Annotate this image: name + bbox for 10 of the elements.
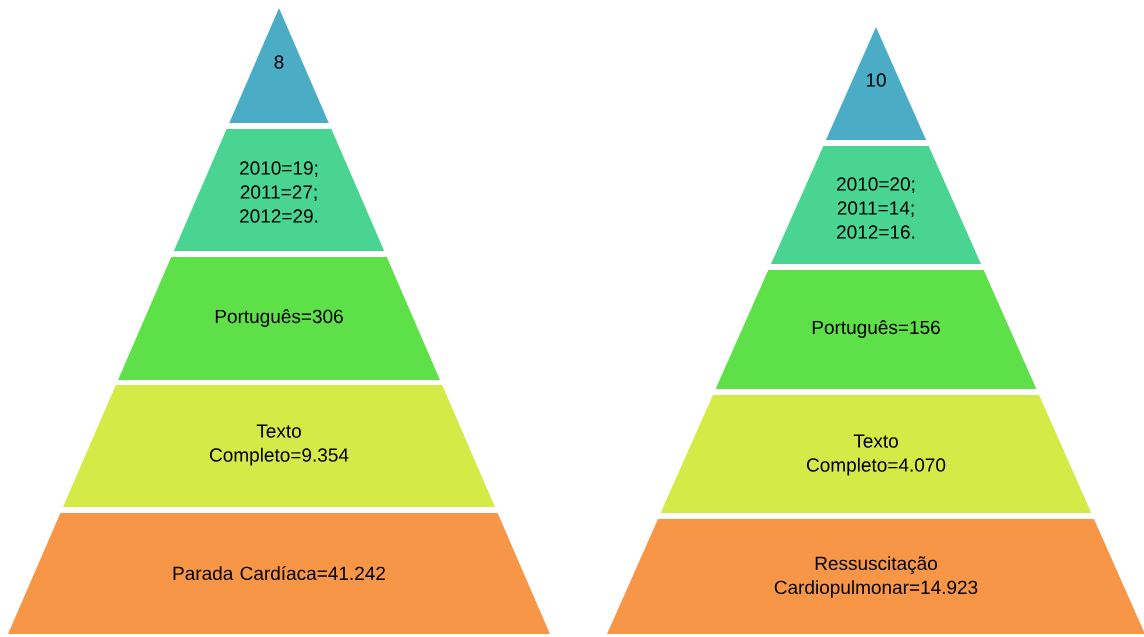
pyramid-band: Português=156 xyxy=(715,270,1037,389)
pyramid-band: Parada Cardíaca=41.242 xyxy=(8,513,550,634)
pyramid-apex: 10 xyxy=(825,27,927,140)
pyramid-band: Ressuscitação Cardiopulmonar=14.923 xyxy=(607,519,1144,634)
pyramid-band: Texto Completo=9.354 xyxy=(63,385,495,507)
pyramid-band: 2010=19; 2011=27; 2012=29. xyxy=(173,129,385,251)
pyramid-apex: 8 xyxy=(229,8,329,123)
pyramid-band: Texto Completo=4.070 xyxy=(660,395,1092,513)
pyramid-band: 2010=20; 2011=14; 2012=16. xyxy=(771,146,981,264)
pyramid-band: Português=306 xyxy=(118,257,440,380)
